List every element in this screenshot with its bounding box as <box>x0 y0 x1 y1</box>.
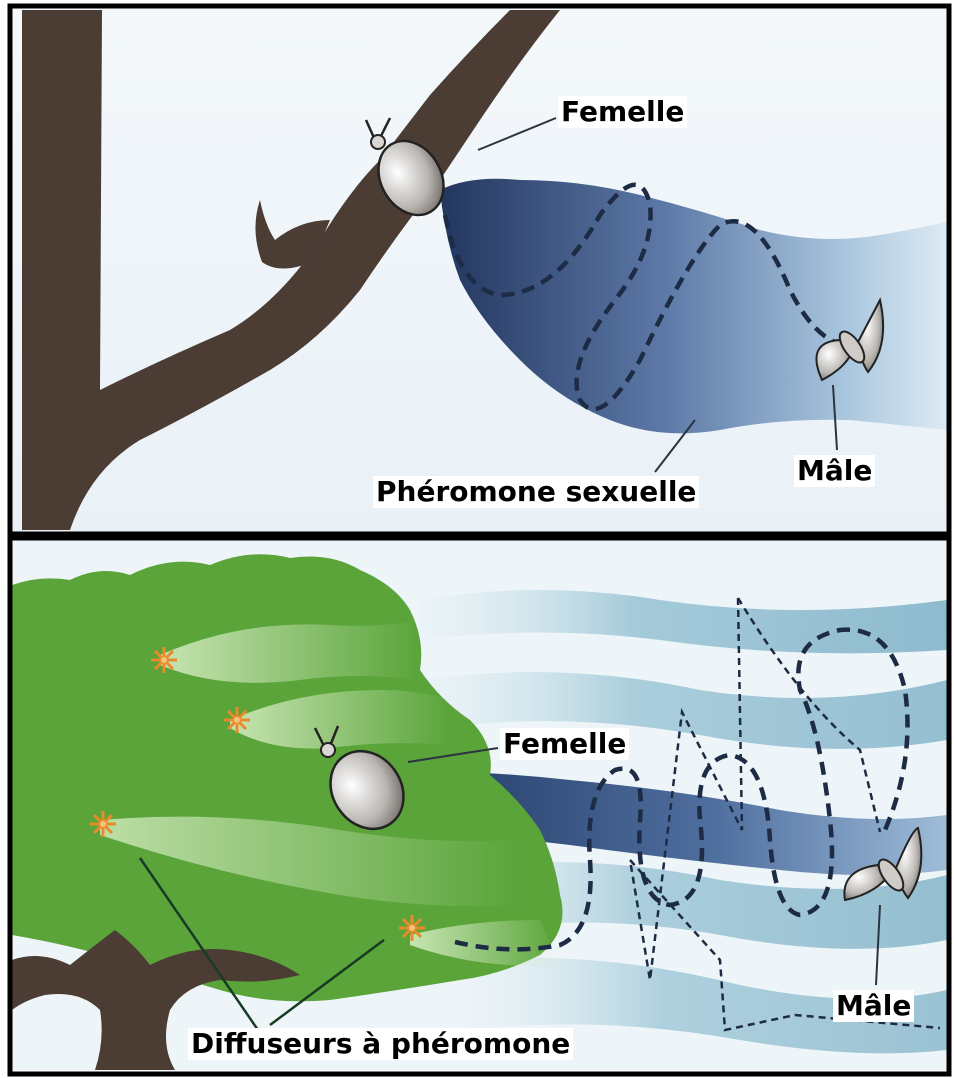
top-pheromone-label: Phéromone sexuelle <box>373 476 699 508</box>
top-male-label: Mâle <box>794 455 875 487</box>
top-female-label: Femelle <box>558 96 687 128</box>
bottom-panel <box>12 540 947 1070</box>
diffusers-label: Diffuseurs à phéromone <box>188 1028 573 1060</box>
bottom-male-label: Mâle <box>833 990 914 1022</box>
bottom-female-label: Femelle <box>500 728 629 760</box>
